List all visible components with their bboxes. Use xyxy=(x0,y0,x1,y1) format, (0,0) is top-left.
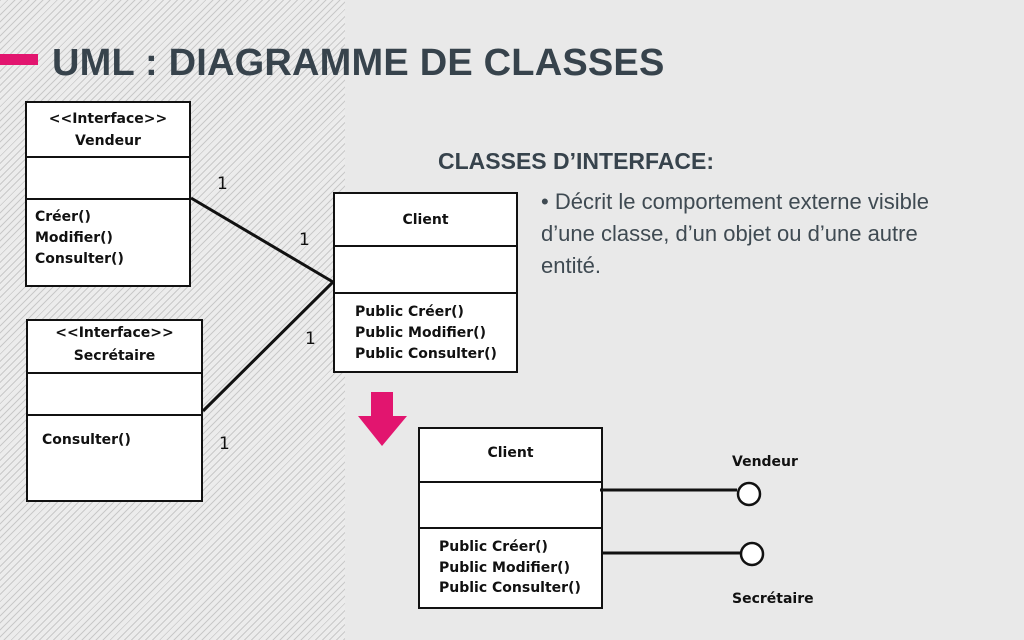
multiplicity-vendeur: 1 xyxy=(217,174,228,194)
secretaire-divider-1 xyxy=(28,372,201,374)
down-arrow-icon xyxy=(358,392,407,446)
multiplicity-secretaire: 1 xyxy=(219,434,230,454)
secretaire-name: Secrétaire xyxy=(73,348,156,364)
secretaire-client-link xyxy=(201,280,335,413)
vendeur-name: Vendeur xyxy=(75,133,141,149)
secretaire-interface-circle xyxy=(739,541,765,567)
vendeur-interface-box: <<Interface>> Vendeur Créer() Modifier()… xyxy=(25,101,191,287)
vendeur-client-link xyxy=(190,196,334,284)
client2-divider-2 xyxy=(420,527,601,529)
vendeur-op-3: Consulter() xyxy=(35,251,124,267)
vendeur-op-1: Créer() xyxy=(35,209,91,225)
client-op-3: Public Consulter() xyxy=(355,346,497,362)
accent-bar xyxy=(0,54,38,65)
client2-divider-1 xyxy=(420,481,601,483)
client-op-1: Public Créer() xyxy=(355,304,464,320)
multiplicity-client-top: 1 xyxy=(299,230,310,250)
multiplicity-client-bottom: 1 xyxy=(305,329,316,349)
client2-name: Client xyxy=(487,445,534,461)
lollipop-label-secretaire: Secrétaire xyxy=(732,591,814,607)
vendeur-interface-circle xyxy=(736,481,762,507)
section-subtitle: CLASSES D’INTERFACE: xyxy=(438,148,715,174)
vendeur-op-2: Modifier() xyxy=(35,230,113,246)
secretaire-divider-2 xyxy=(28,414,201,416)
lollipop-label-vendeur: Vendeur xyxy=(732,454,798,470)
vendeur-divider-1 xyxy=(27,156,189,158)
secretaire-interface-box: <<Interface>> Secrétaire Consulter() xyxy=(26,319,203,502)
vendeur-stereotype: <<Interface>> xyxy=(48,111,168,127)
client2-op-3: Public Consulter() xyxy=(439,580,581,596)
vendeur-divider-2 xyxy=(27,198,189,200)
client2-op-2: Public Modifier() xyxy=(439,560,570,576)
page-title: UML : DIAGRAMME DE CLASSES xyxy=(52,42,665,84)
secretaire-op-1: Consulter() xyxy=(42,432,131,448)
client2-op-1: Public Créer() xyxy=(439,539,548,555)
client-class-box-lollipop: Client Public Créer() Public Modifier() … xyxy=(418,427,603,609)
description-text: • Décrit le comportement externe visible… xyxy=(541,189,929,278)
client-op-2: Public Modifier() xyxy=(355,325,486,341)
client-divider-1 xyxy=(335,245,516,247)
secretaire-stereotype: <<Interface>> xyxy=(55,325,174,341)
client-divider-2 xyxy=(335,292,516,294)
client-name: Client xyxy=(402,212,449,228)
client-class-box: Client Public Créer() Public Modifier() … xyxy=(333,192,518,373)
